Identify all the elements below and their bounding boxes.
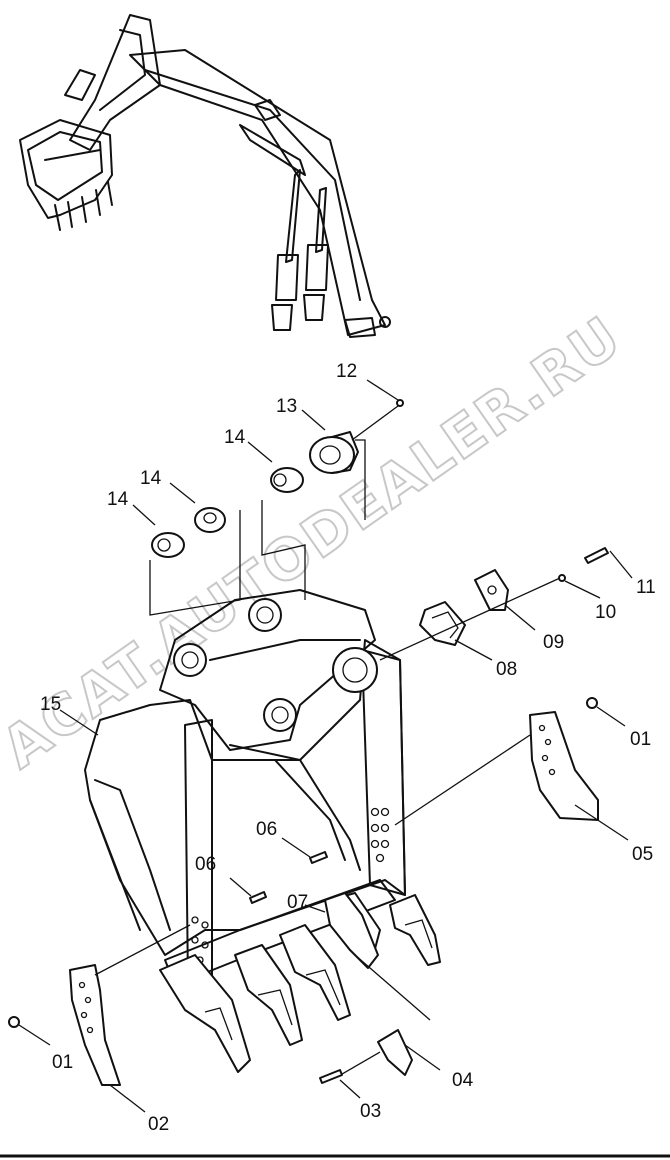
part-01-nut-left xyxy=(8,1016,20,1028)
callout-14-c: 14 xyxy=(107,489,129,510)
callout-04: 04 xyxy=(452,1070,474,1091)
part-14-bushing-b xyxy=(194,507,226,533)
part-12-pin xyxy=(396,399,404,407)
callout-01-right: 01 xyxy=(630,729,651,750)
part-04-tooth-tip xyxy=(377,1029,413,1076)
part-06-bolt-b xyxy=(249,891,267,904)
callout-02: 02 xyxy=(148,1114,169,1135)
callout-14-a: 14 xyxy=(224,427,246,448)
part-14-bushing-c xyxy=(151,532,185,558)
callout-14-b: 14 xyxy=(140,468,162,489)
callout-07: 07 xyxy=(287,892,308,913)
part-11-bolt xyxy=(584,547,609,564)
part-09-plate xyxy=(474,569,509,611)
part-01-nut-right xyxy=(586,697,598,709)
watermark-text: ACAT.AUTODEALER.RU xyxy=(0,304,634,781)
callout-05: 05 xyxy=(632,844,653,865)
part-05-side-cutter xyxy=(529,711,599,821)
part-07-adapter xyxy=(324,892,379,969)
tooth-1 xyxy=(159,954,251,1073)
callout-labels: 12 13 14 14 14 11 10 09 08 15 01 05 06 0… xyxy=(40,361,656,1135)
callout-11: 11 xyxy=(636,577,656,598)
ear-boss-lower xyxy=(263,698,297,732)
part-14-bushing-a xyxy=(270,467,304,493)
callout-15: 15 xyxy=(40,694,61,715)
callout-10: 10 xyxy=(595,602,616,623)
ear-boss-right xyxy=(332,647,378,693)
part-13-bushing xyxy=(309,431,359,474)
callout-09: 09 xyxy=(543,632,564,653)
excavator-boom-illustration xyxy=(19,14,391,338)
callout-08: 08 xyxy=(496,659,517,680)
callout-13: 13 xyxy=(276,396,297,417)
callout-06-a: 06 xyxy=(256,819,277,840)
ear-boss-left xyxy=(173,643,207,677)
callout-06-b: 06 xyxy=(195,854,216,875)
callout-12: 12 xyxy=(336,361,357,382)
part-02-side-cutter xyxy=(69,964,121,1086)
part-06-bolt-a xyxy=(309,851,328,864)
tooth-2 xyxy=(234,944,303,1046)
part-03-pin xyxy=(319,1069,343,1084)
callout-03: 03 xyxy=(360,1101,381,1122)
callout-01-left: 01 xyxy=(52,1052,73,1073)
ear-boss-top-left xyxy=(248,598,282,632)
tooth-5 xyxy=(389,894,441,966)
